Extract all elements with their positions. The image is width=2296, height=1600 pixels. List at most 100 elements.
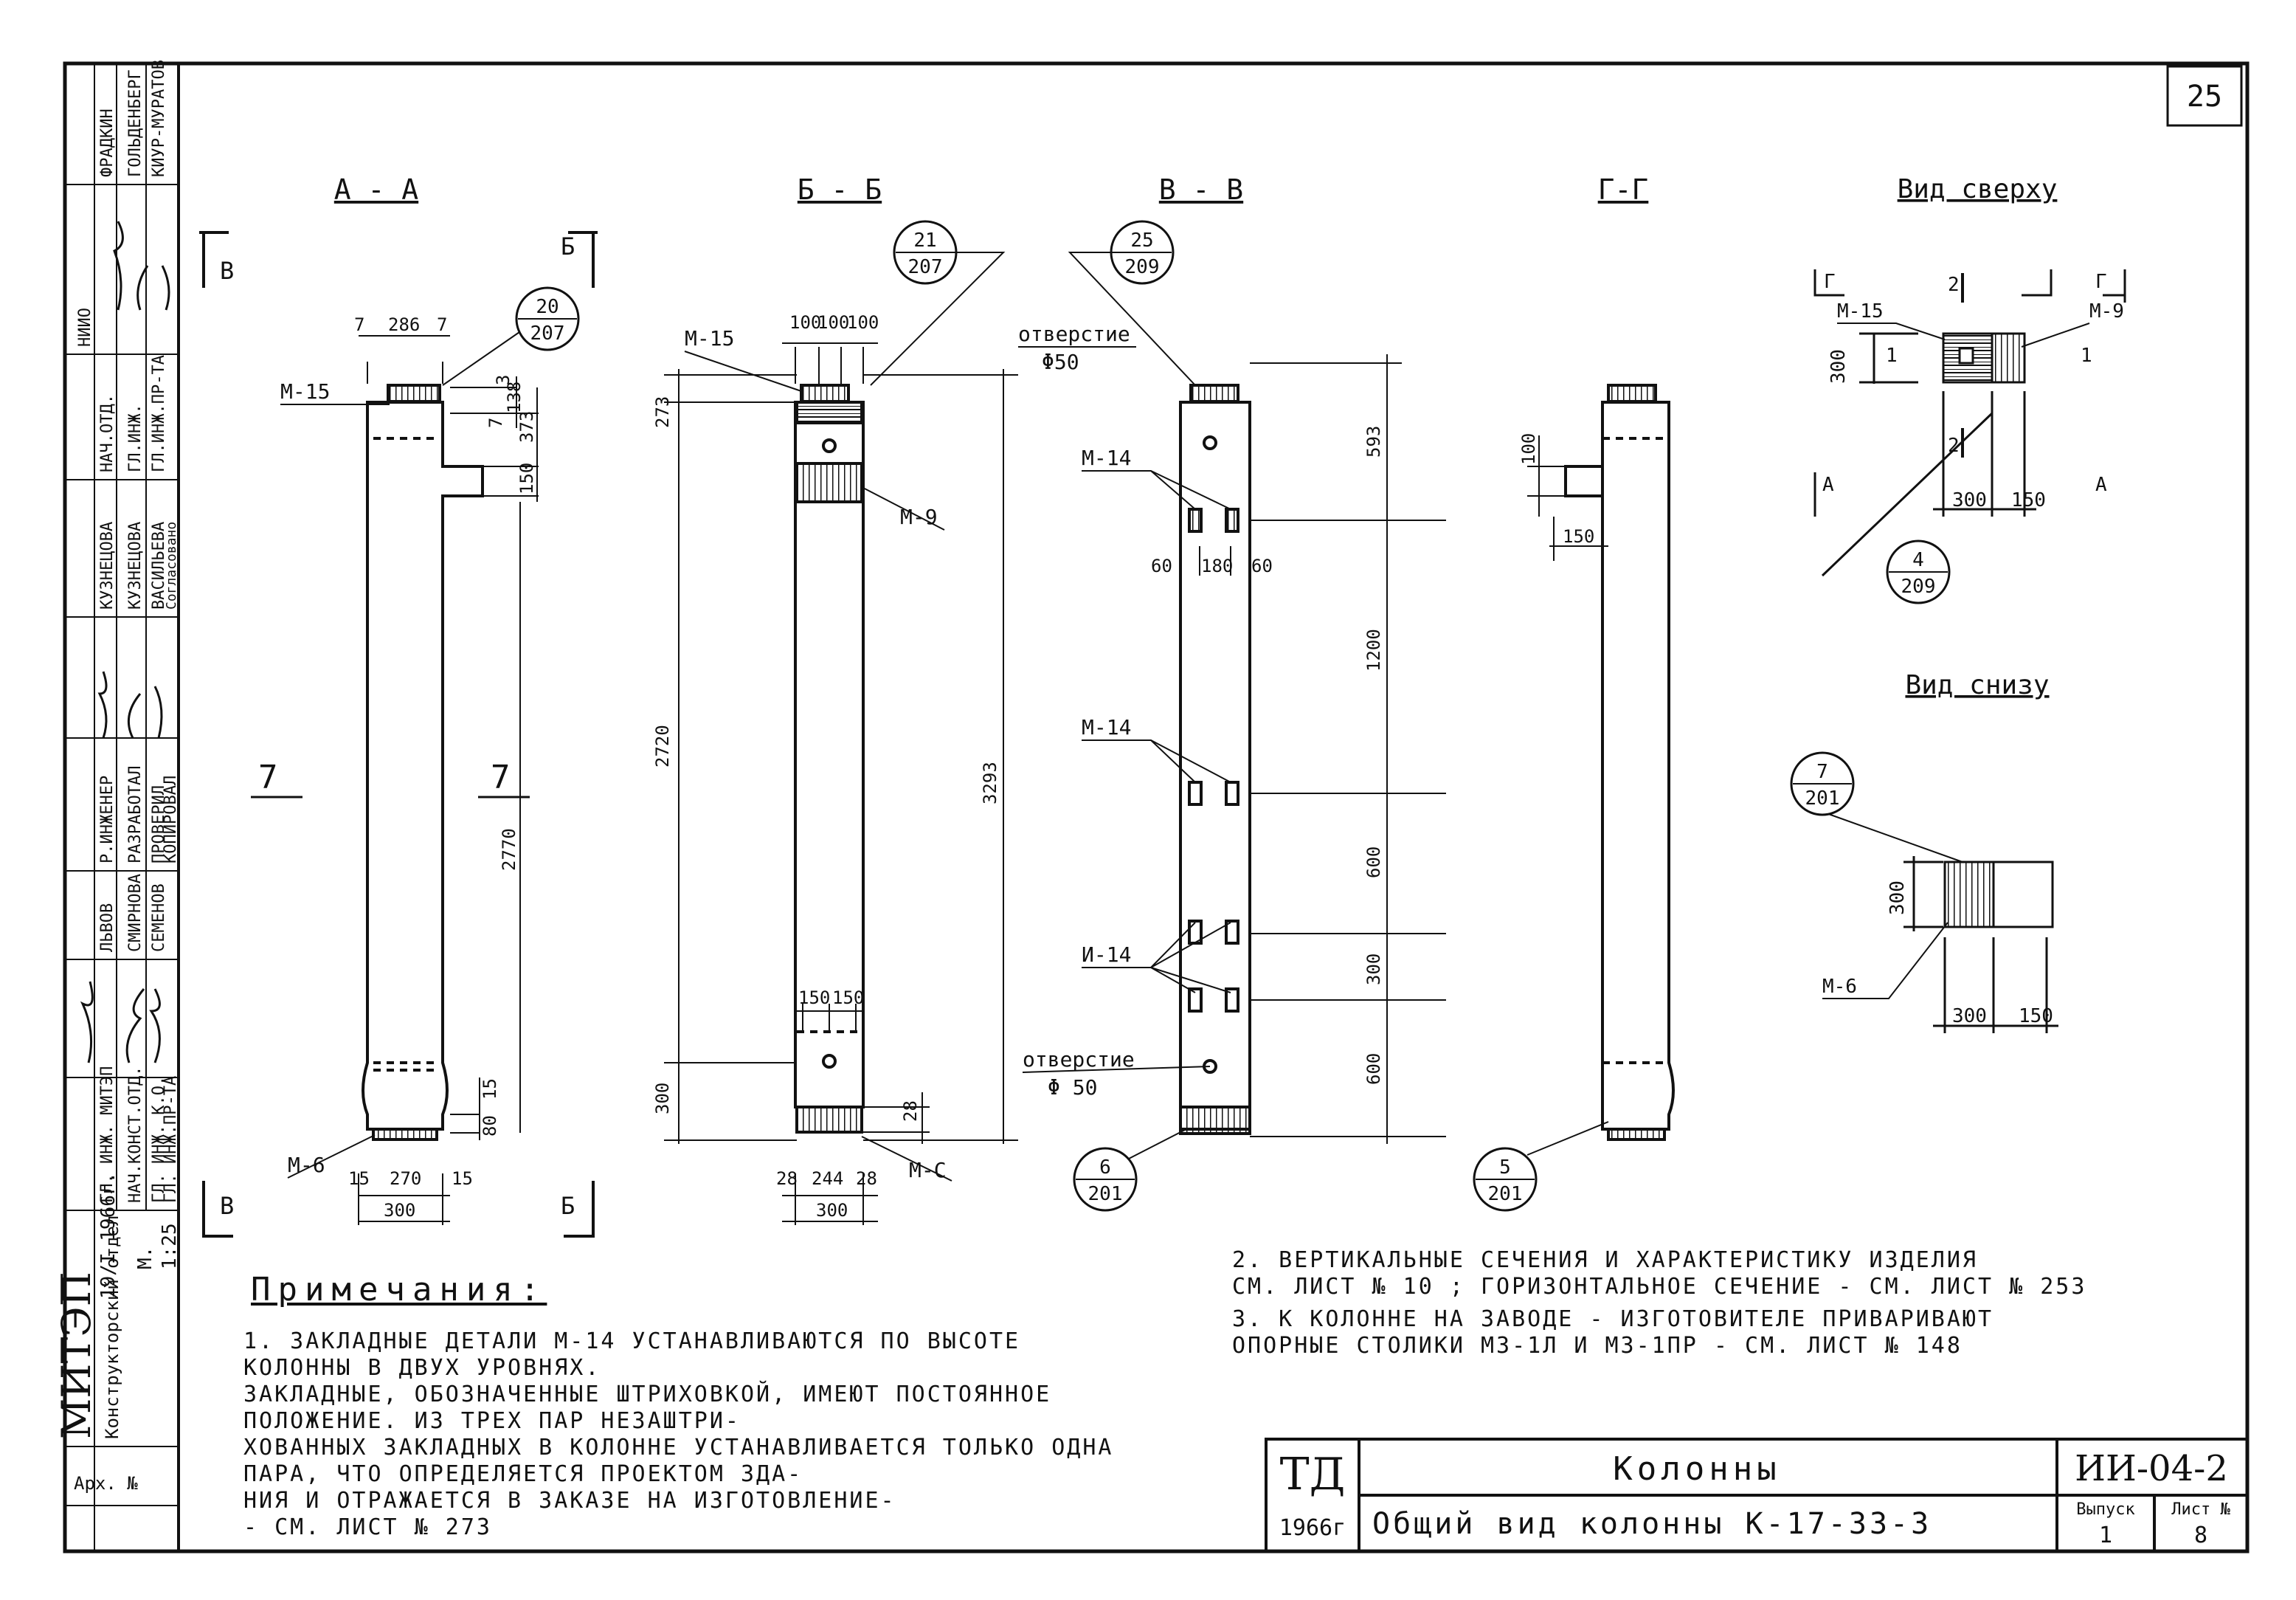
- cut-mark-b-bottom: Б: [561, 1192, 575, 1220]
- cut-mark-a: А: [1822, 474, 1834, 496]
- title-block: [1265, 1438, 2249, 1553]
- dim: 300: [1363, 954, 1384, 985]
- cut-mark-1: 1: [1886, 345, 1898, 367]
- dim: 600: [1363, 1053, 1384, 1085]
- dim: 300: [1952, 489, 1987, 511]
- dim: 3293: [980, 762, 1000, 804]
- callout-bottom: 207: [530, 323, 565, 345]
- callout-top: 20: [536, 296, 559, 318]
- level-mark-7-left: 7: [258, 759, 278, 796]
- bottom-view-title: Вид снизу: [1905, 670, 2049, 700]
- stamp-role: ГЛ.ИНЖ.: [126, 404, 145, 472]
- dim: 28: [900, 1100, 921, 1122]
- cut-mark-b-top: Б: [561, 232, 575, 261]
- cut-mark-line: [564, 1181, 595, 1238]
- dim: 2720: [652, 725, 673, 768]
- level-mark-7-right: 7: [491, 759, 511, 796]
- dims-b: [664, 342, 1018, 1225]
- title-year: 1966г: [1279, 1515, 1346, 1541]
- section-v-title: В - В: [1159, 173, 1243, 206]
- bottom-view: [1903, 856, 2058, 1033]
- callout-bottom: 201: [1488, 1183, 1523, 1205]
- title-sheet-label: Лист №: [2171, 1500, 2230, 1519]
- leader: [684, 351, 802, 392]
- section-a-title: А - А: [334, 173, 419, 206]
- dims-a: [358, 335, 539, 1225]
- callout-bottom: 207: [908, 256, 943, 278]
- callout-bottom: 201: [1805, 787, 1840, 810]
- dim: 300: [1887, 880, 1909, 915]
- part-m14-1: М-14: [1082, 446, 1131, 470]
- dim: 300: [1828, 349, 1850, 384]
- dims-a-text: 7 286 7 3 7 138 373 150 2770 15 80 15 27…: [348, 314, 537, 1221]
- cut-mark-g: Г: [1824, 271, 1836, 293]
- dim: 150: [1563, 526, 1594, 547]
- stamp-name: КУЗНЕЦОВА: [126, 522, 145, 610]
- stamp-name: ВАСИЛЬЕВА: [150, 522, 168, 610]
- part-m15-a: М-15: [280, 379, 330, 404]
- sheet-number: 25: [2187, 80, 2222, 114]
- stamp-name: СМИРНОВА: [126, 874, 145, 952]
- dim: 1200: [1363, 629, 1384, 672]
- column-g: [1564, 384, 1675, 1141]
- note-2: 2. Вертикальные сечения и характеристику…: [1232, 1247, 2087, 1300]
- column-a: [362, 384, 484, 1141]
- column-b: [794, 384, 865, 1134]
- callout-top: 6: [1099, 1156, 1111, 1179]
- dim: 60: [1251, 556, 1273, 576]
- callout-21-207: 21 207: [870, 220, 1006, 386]
- vertical-stamp: [65, 63, 179, 1551]
- stamp-role: НИИО: [76, 308, 94, 347]
- callout-6-201: 6 201: [1073, 1128, 1187, 1212]
- cut-mark-v-top: В: [220, 257, 234, 285]
- part-m15-b: М-15: [685, 326, 734, 351]
- callout-bottom: 209: [1901, 576, 1936, 598]
- title-subtitle: Общий вид колонны К-17-33-3: [1372, 1507, 1932, 1541]
- dim: 100: [1518, 433, 1539, 465]
- title-issue: 1: [2099, 1523, 2112, 1548]
- title-code: ИИ-04-2: [2075, 1448, 2228, 1489]
- title-sheet: 8: [2194, 1523, 2207, 1548]
- callout-top: 21: [913, 230, 936, 252]
- dim: 273: [652, 396, 673, 428]
- stamp-name: КУЗНЕЦОВА: [98, 522, 117, 610]
- dim: 100: [847, 312, 879, 333]
- stamp-scale: 1:25: [159, 1223, 181, 1269]
- note-1: 1. Закладные детали М-14 устанавливаются…: [243, 1328, 1114, 1540]
- dim: 7: [485, 418, 506, 428]
- dim: 2770: [499, 828, 519, 871]
- dim: 593: [1363, 426, 1384, 458]
- dim: 150: [2011, 489, 2046, 511]
- dim: 28: [856, 1168, 877, 1189]
- stamp-year: 19/I 1966г.: [97, 1172, 120, 1299]
- callout-4-209: 4 209: [1886, 539, 1951, 604]
- signatures: [80, 221, 170, 1063]
- hole-lower-size: Φ 50: [1048, 1075, 1097, 1100]
- cut-mark-line: [199, 231, 229, 288]
- leader: [1822, 811, 1963, 999]
- column-v: [1179, 384, 1251, 1135]
- callout-25-209: 25 209: [1068, 220, 1196, 386]
- stamp-role: ГЛ. ИНЖ.ПР-ТА: [162, 1076, 180, 1203]
- leader: [1837, 323, 2090, 348]
- leader: [1022, 1066, 1211, 1073]
- section-b-title: Б - Б: [798, 173, 882, 206]
- title-main: Колонны: [1613, 1450, 1780, 1488]
- dims-v: [1180, 354, 1446, 1144]
- dim: 15: [452, 1168, 473, 1189]
- stamp-role: КОПИРОВАЛ: [162, 776, 180, 863]
- section-g-title: Г-Г: [1598, 173, 1649, 206]
- stamp-dept: Конструкторский отдел: [102, 1215, 122, 1439]
- note-3: 3. К колонне на заводе - изготовителе пр…: [1232, 1306, 1994, 1359]
- title-td: ТД: [1280, 1449, 1346, 1500]
- leader: [1082, 470, 1231, 510]
- dim: 244: [812, 1168, 843, 1189]
- dim: 180: [1201, 556, 1233, 576]
- top-view-text: Г Г 2 2 1 1 А А М-15 М-9 300 300 150: [1822, 271, 2124, 511]
- stamp-name: ЛЬВОВ: [98, 903, 117, 952]
- stamp-scale-label: М.: [134, 1246, 156, 1269]
- dim: 15: [480, 1078, 500, 1100]
- top-view: [1813, 269, 2126, 577]
- stamp-role: ГЛ. ИНЖ. К.О.: [150, 1076, 168, 1203]
- stamp-role: ГЛ.ИНЖ.ПР-ТА: [150, 355, 168, 472]
